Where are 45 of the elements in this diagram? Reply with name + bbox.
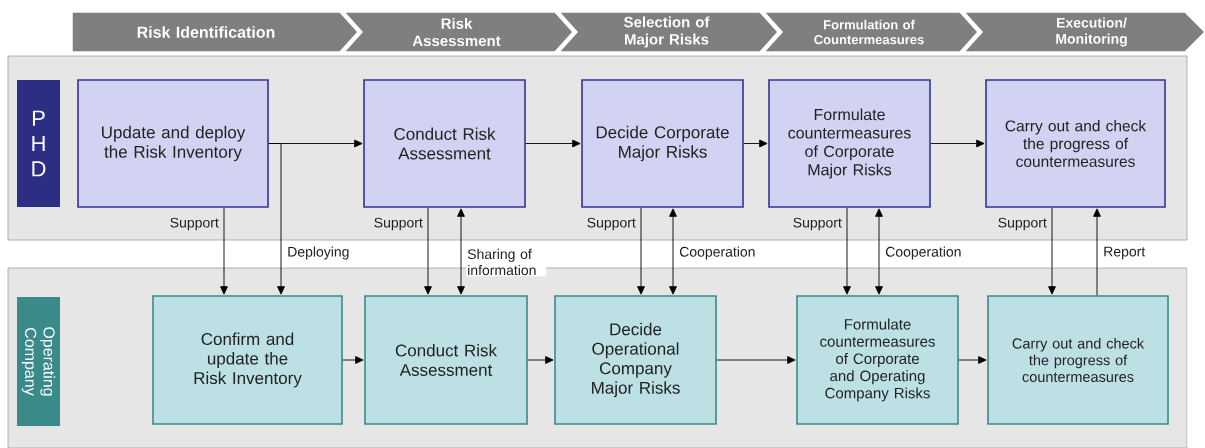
process-box: Confirm and update the Risk Inventory (152, 295, 343, 425)
arrow (669, 208, 677, 295)
arrow (743, 139, 768, 148)
arrow (1048, 207, 1056, 295)
edge-label: Support (793, 217, 842, 231)
edge-label: Deploying (288, 246, 349, 260)
process-box: Update and deploy the Risk Inventory (77, 79, 269, 208)
phase-header: Formulation of Countermeasures (762, 11, 979, 53)
edge-label: Support (998, 217, 1047, 231)
arrow (527, 356, 554, 364)
arrow (1093, 208, 1101, 296)
process-box: Decide Operational Company Major Risks (554, 295, 717, 425)
edge-label: Support (374, 217, 423, 231)
process-box: Conduct Risk Assessment (363, 79, 526, 208)
arrow (525, 139, 581, 148)
arrow (424, 207, 432, 295)
process-box: Conduct Risk Assessment (364, 295, 528, 425)
arrow (220, 207, 228, 295)
edge-label: Cooperation (885, 246, 961, 260)
phase-header: Risk Identification (71, 11, 359, 53)
arrow (875, 208, 883, 295)
process-box: Carry out and check the progress of countermeasures (985, 79, 1166, 208)
arrow (930, 139, 985, 148)
process-box: Formulate countermeasures of Corporate Major Risks (768, 79, 931, 208)
lane-label: Operating Company (17, 297, 60, 426)
process-box: Carry out and check the progress of countermeasures (987, 295, 1169, 425)
lane-label: P H D (17, 80, 60, 207)
process-box: Decide Corporate Major Risks (581, 79, 744, 208)
arrow (268, 143, 285, 295)
arrow (716, 356, 796, 364)
phase-header: Execution/ Monitoring (962, 11, 1205, 53)
edge-label: Sharing of information (467, 248, 536, 276)
edge-label: Cooperation (679, 246, 755, 260)
arrow (342, 356, 364, 364)
edge-label: Report (1104, 246, 1146, 260)
arrow (958, 356, 987, 364)
edge-label: Support (587, 217, 636, 231)
node-label: Execution/ Monitoring (1056, 17, 1127, 47)
phase-header: Selection of Major Risks (557, 11, 779, 53)
arrow (637, 207, 645, 295)
arrow (843, 207, 851, 295)
arrow (457, 208, 465, 295)
edge-label: Support (170, 217, 219, 231)
phase-header: Risk Assessment (342, 11, 574, 53)
process-box: Formulate countermeasures of Corporate and Operating Company Risks (796, 295, 959, 425)
